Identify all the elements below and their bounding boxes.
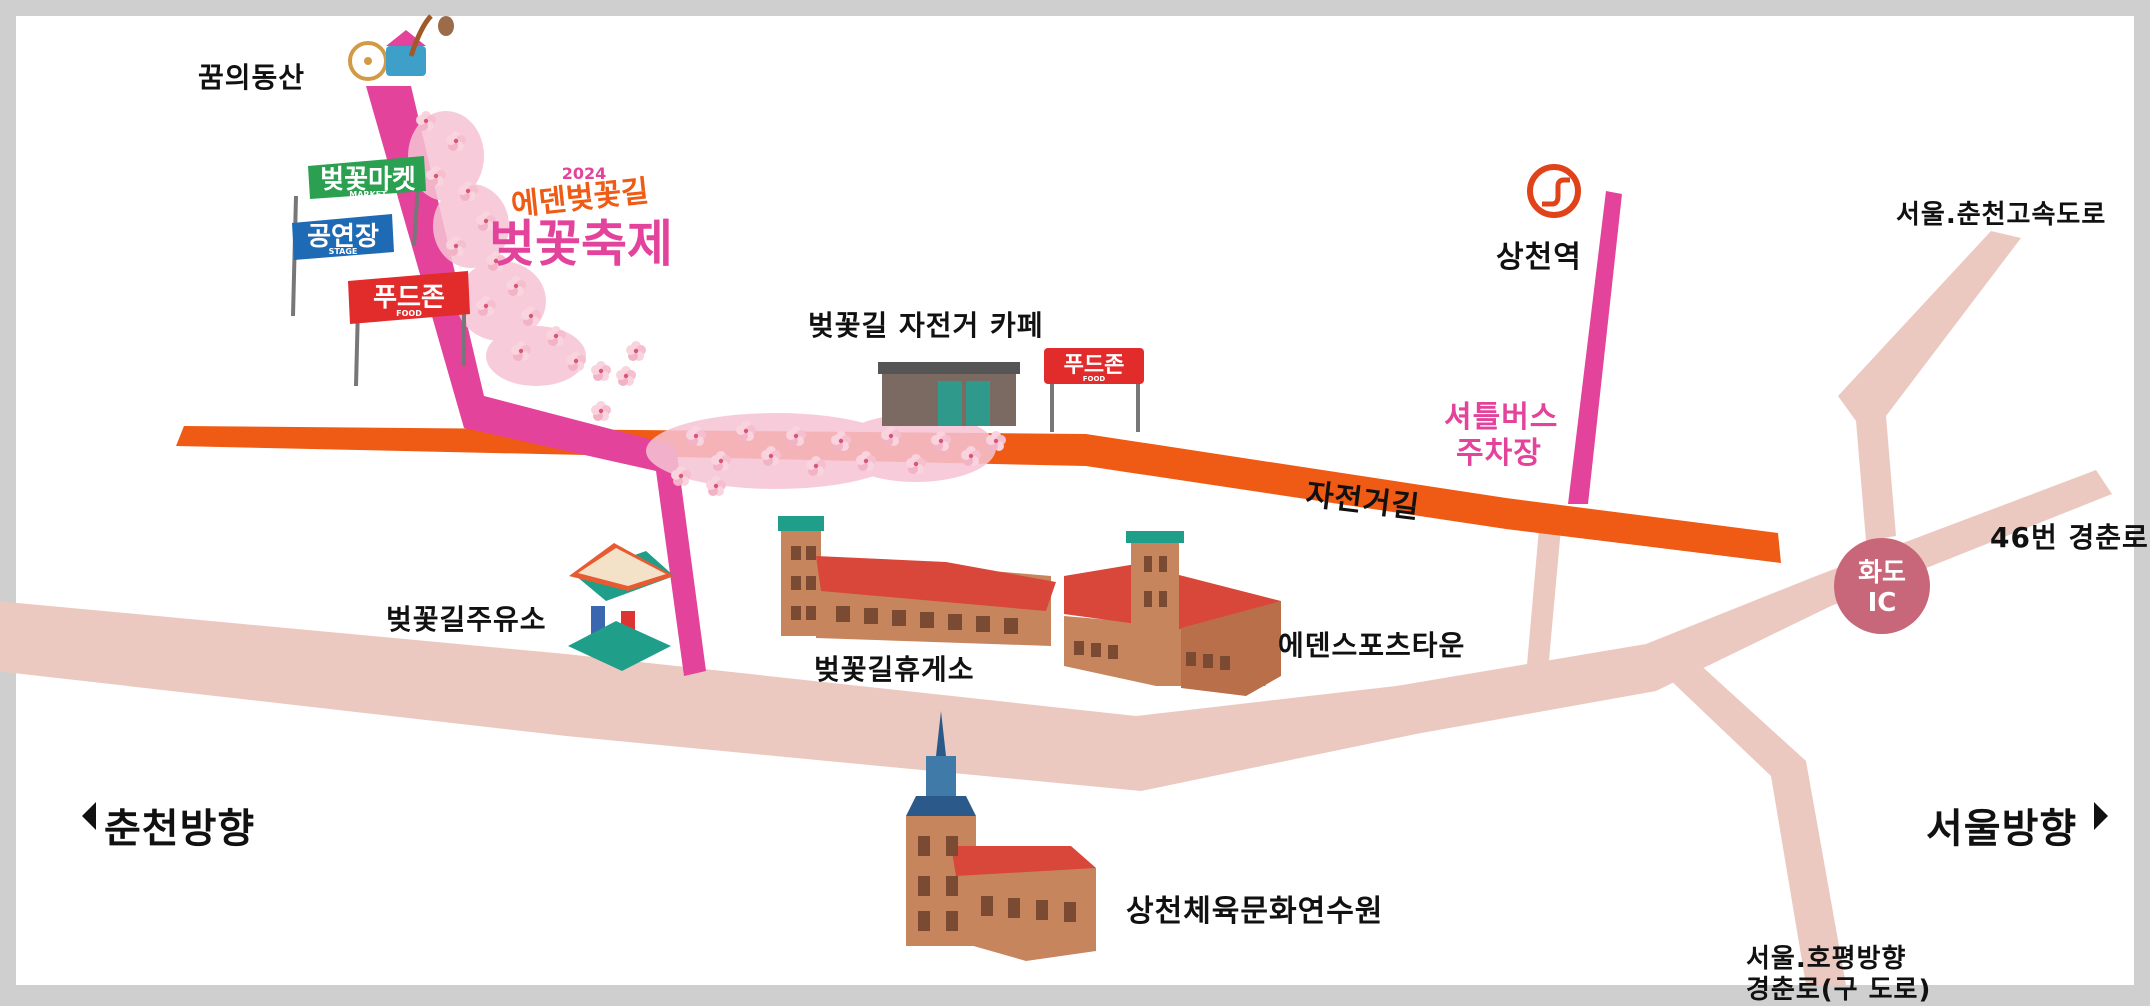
station-icon	[1527, 164, 1581, 218]
training-center-building	[906, 711, 1096, 961]
bike-cafe-building	[878, 362, 1020, 426]
main-road	[0, 470, 2112, 791]
food-sign-2: 푸드존 FOOD	[1044, 348, 1144, 432]
label-seoul-expressway: 서울.춘천고속도로	[1896, 200, 2107, 230]
amusement-park-icon	[348, 14, 454, 81]
label-old-road-line2: 경춘로(구 도로)	[1746, 975, 1932, 1005]
label-direction-chuncheon: 춘천방향	[104, 806, 256, 852]
right-arrow-icon	[2094, 802, 2108, 830]
food-sign-2-sub: FOOD	[1083, 375, 1106, 383]
food-sign-2-title: 푸드존	[1064, 353, 1125, 378]
label-training-center: 상천체육문화연수원	[1126, 894, 1384, 929]
label-station: 상천역	[1496, 240, 1582, 275]
cherry-path	[366, 86, 706, 676]
label-dream-hill: 꿈의동산	[198, 61, 306, 94]
stage-sign: 공연장 STAGE	[292, 214, 394, 260]
road-network	[0, 231, 2112, 985]
label-shuttle-line1: 셔틀버스	[1444, 400, 1559, 435]
stage-sign-title: 공연장	[307, 222, 379, 252]
food-sign-1-sub: FOOD	[396, 309, 422, 318]
market-sign: 벚꽃마켓 MARKET	[291, 156, 426, 317]
ic-name-line2: IC	[1868, 588, 1897, 618]
label-route46: 46번 경춘로	[1990, 521, 2149, 554]
station-road	[1526, 506, 1563, 676]
map-canvas: 벚꽃마켓 MARKET 공연장 STAGE 푸드존 FOOD 푸드존 FOOD …	[0, 14, 2112, 985]
stage-sign-sub: STAGE	[329, 247, 358, 256]
festival-logo: 2024 에덴벚꽃길 벚꽃축제	[489, 164, 673, 273]
label-sports-town: 에덴스포츠타운	[1278, 629, 1466, 662]
festival-year: 2024	[562, 164, 607, 183]
label-rest-area: 벚꽃길휴게소	[814, 653, 975, 686]
food-sign-1: 푸드존 FOOD	[348, 271, 470, 387]
sports-town-building	[1064, 531, 1281, 696]
shuttle-path	[1568, 191, 1622, 504]
gas-station-building	[568, 543, 674, 671]
festival-map: 벚꽃마켓 MARKET 공연장 STAGE 푸드존 FOOD 푸드존 FOOD …	[0, 14, 2148, 1005]
expressway-road	[1838, 231, 2021, 541]
cherry-blossoms	[408, 111, 1006, 496]
label-old-road-line1: 서울.호평방향	[1746, 944, 1907, 974]
market-sign-sub: MARKET	[349, 190, 387, 199]
ic-name-line1: 화도	[1858, 558, 1906, 588]
label-shuttle-line2: 주차장	[1456, 436, 1542, 471]
food-sign-1-title: 푸드존	[373, 283, 445, 313]
market-sign-title: 벚꽃마켓	[320, 165, 416, 195]
label-gas-station: 벚꽃길주유소	[386, 603, 547, 636]
old-road	[1666, 661, 1846, 985]
festival-name-line2: 벚꽃축제	[489, 215, 673, 273]
label-bike-cafe: 벚꽃길 자전거 카페	[808, 309, 1044, 342]
hwado-ic-badge: 화도 IC	[1834, 538, 1930, 634]
left-arrow-icon	[82, 802, 96, 830]
rest-area-building	[778, 516, 1056, 646]
label-direction-seoul: 서울방향	[1926, 806, 2078, 852]
